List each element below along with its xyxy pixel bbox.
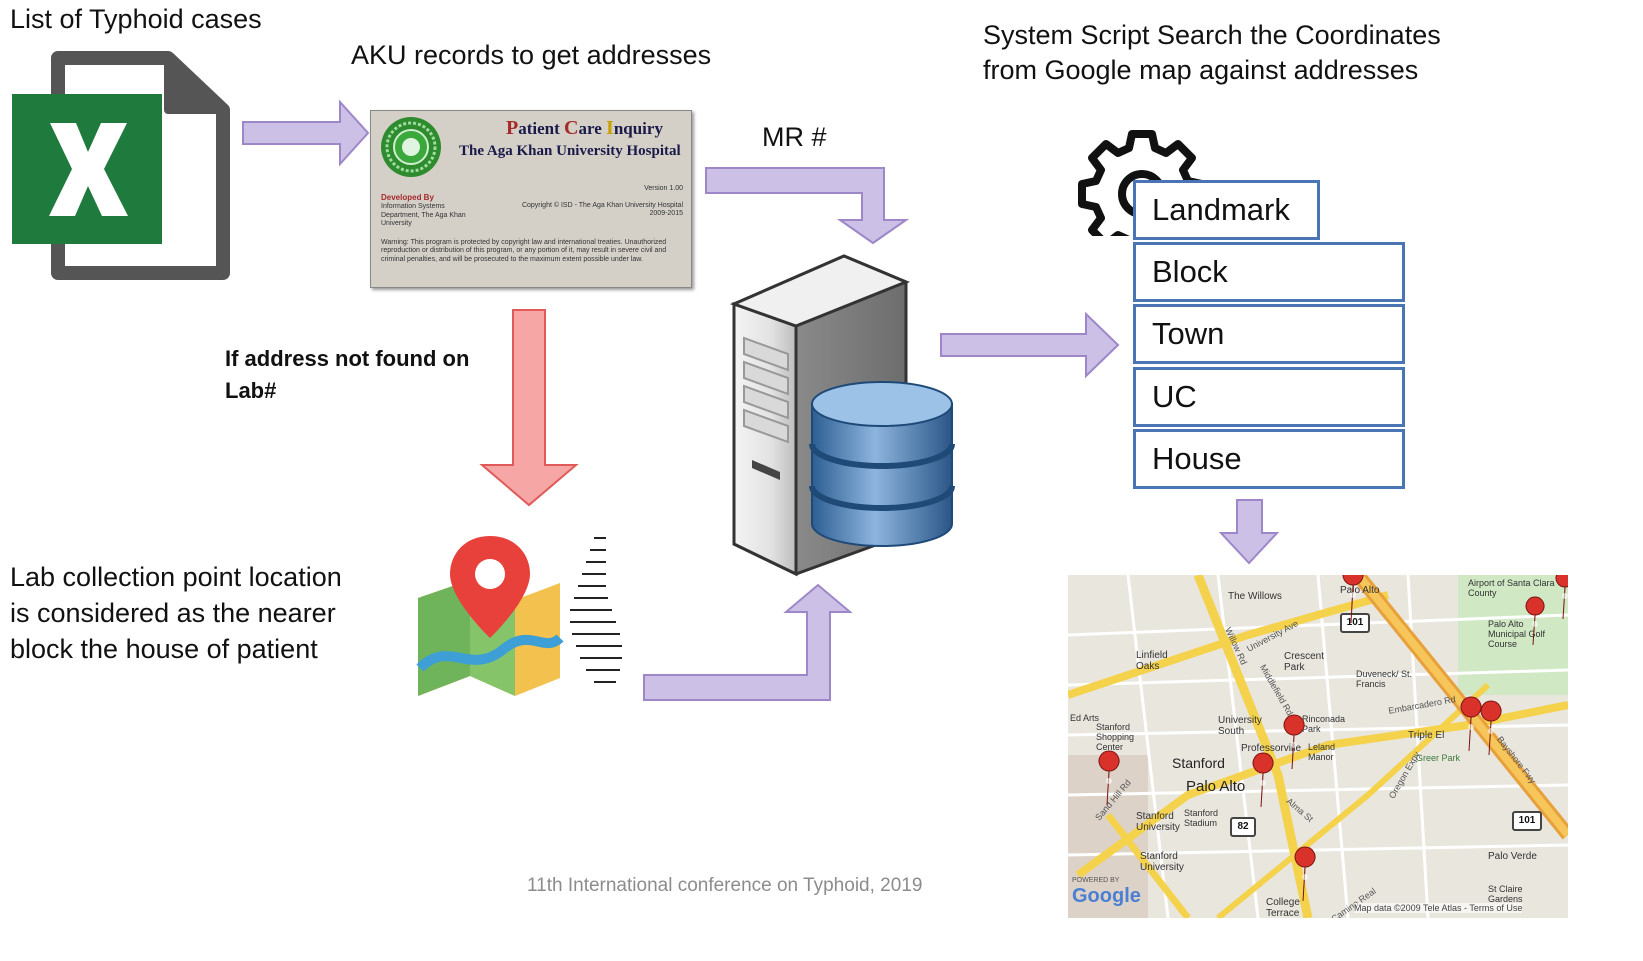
address-field-landmark: Landmark xyxy=(1133,180,1320,240)
map-label: Airport of Santa Clara County xyxy=(1468,578,1555,598)
map-pin-icon xyxy=(1252,752,1274,808)
address-field-block: Block xyxy=(1133,242,1405,302)
map-label: Stanford Shopping Center xyxy=(1096,722,1135,752)
patient-care-inquiry-screenshot: Patient Care Inquiry The Aga Khan Univer… xyxy=(370,110,692,288)
google-logo: Google xyxy=(1072,885,1141,907)
system-script-label: System Script Search the Coordinates fro… xyxy=(983,20,1441,86)
google-map-screenshot: The Willows Palo Alto Airport of Santa C… xyxy=(1068,575,1568,918)
map-label: Palo Verde xyxy=(1488,851,1537,862)
map-label: College Terrace xyxy=(1266,897,1300,918)
map-pin-icon xyxy=(1283,714,1305,770)
footer-text: 11th International conference on Typhoid… xyxy=(527,875,923,896)
map-pin-icon xyxy=(1294,846,1316,902)
map-pin-icon xyxy=(1098,750,1120,806)
arrow-fields-to-map xyxy=(1218,499,1280,565)
map-label: Stanford Stadium xyxy=(1184,808,1219,828)
map-label: Crescent Park xyxy=(1284,651,1325,673)
aku-records-label: AKU records to get addresses xyxy=(351,40,712,70)
map-label: Linfield Oaks xyxy=(1136,650,1168,672)
arrow-lab-to-server xyxy=(643,583,853,701)
server-database-icon xyxy=(729,254,955,577)
map-label: Palo Alto xyxy=(1340,585,1380,596)
map-powered-by: POWERED BY xyxy=(1072,877,1120,884)
pci-warning: Warning: This program is protected by co… xyxy=(381,239,667,263)
aku-logo-icon xyxy=(381,117,441,177)
highway-shield: 101 xyxy=(1340,613,1370,633)
map-label: Stanford xyxy=(1172,755,1225,771)
map-label: Palo Alto xyxy=(1186,778,1246,795)
address-not-found-label: If address not found on Lab# xyxy=(225,346,470,403)
map-label: University South xyxy=(1218,715,1262,737)
map-pin-icon xyxy=(1480,700,1502,756)
arrow-excel-to-aku xyxy=(242,99,370,167)
map-label: Professorville xyxy=(1241,743,1302,754)
lab-collection-label: Lab collection point location is conside… xyxy=(10,562,342,664)
map-label: Stanford University xyxy=(1136,811,1180,833)
address-field-uc: UC xyxy=(1133,367,1405,427)
map-pin-icon xyxy=(1555,575,1568,620)
excel-file-icon xyxy=(12,51,230,280)
pci-hospital-name: The Aga Khan University Hospital xyxy=(459,143,681,159)
database-cylinder xyxy=(809,381,955,547)
map-label: Leland Manor xyxy=(1308,742,1336,762)
map-label: Stanford University xyxy=(1140,851,1184,873)
map-pin-icon xyxy=(1460,696,1482,752)
map-pin-icon xyxy=(416,536,622,696)
map-pin-icon xyxy=(1525,596,1545,646)
map-label: Duveneck/ St. Francis xyxy=(1356,669,1413,689)
map-pins xyxy=(1098,575,1568,902)
highway-shield: 101 xyxy=(1512,811,1542,831)
map-label: Triple El xyxy=(1408,730,1445,741)
map-label: Rinconada Park xyxy=(1302,714,1346,734)
map-label: Greer Park xyxy=(1416,753,1461,763)
mr-number-label: MR # xyxy=(762,122,827,152)
typhoid-list-label: List of Typhoid cases xyxy=(10,4,262,34)
address-field-house: House xyxy=(1133,429,1405,489)
arrow-mr-to-server xyxy=(705,167,910,245)
map-label: The Willows xyxy=(1228,591,1282,602)
map-label: Palo Alto Municipal Golf Course xyxy=(1488,619,1546,649)
arrow-not-found-down xyxy=(479,309,579,507)
map-label: St Claire Gardens xyxy=(1488,884,1523,904)
address-field-town: Town xyxy=(1133,304,1405,364)
arrow-server-to-fields xyxy=(940,311,1120,379)
map-copyright: Map data ©2009 Tele Atlas - Terms of Use xyxy=(1354,903,1523,913)
highway-shield: 82 xyxy=(1230,817,1256,837)
map-roads xyxy=(1068,575,1568,918)
map-pin-icon xyxy=(1342,575,1364,624)
map-label: Ed Arts xyxy=(1070,713,1100,723)
pci-title: Patient Care Inquiry xyxy=(506,117,663,139)
